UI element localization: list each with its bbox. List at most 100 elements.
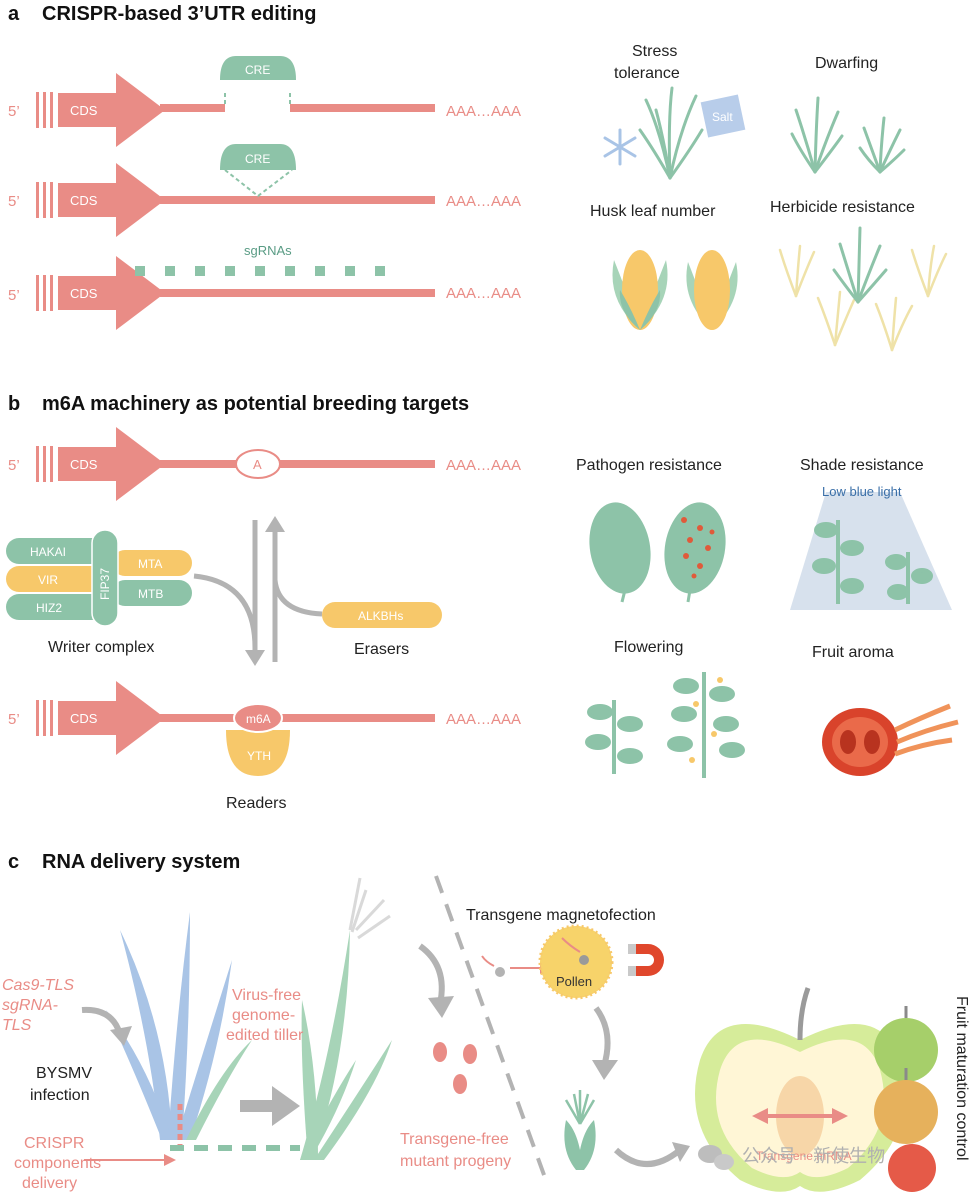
grass-tall-icon xyxy=(790,96,844,174)
infection-label: infection xyxy=(30,1087,90,1104)
cds-arrow xyxy=(58,427,165,501)
writer-fip37 xyxy=(91,529,119,627)
components-label: components xyxy=(14,1155,101,1172)
writer-vir-label: VIR xyxy=(38,573,58,587)
flower-icon xyxy=(564,1090,596,1170)
mutant-progeny-label: mutant progeny xyxy=(400,1153,511,1170)
cds-label: CDS xyxy=(70,711,98,726)
mrna-row-unmethylated: 5’ CDS A AAA…AAA xyxy=(8,427,521,501)
cds-arrow xyxy=(58,73,165,147)
trait-flowering: Flowering xyxy=(614,639,683,656)
seed-icons xyxy=(433,1042,477,1094)
delivery-label: delivery xyxy=(22,1175,77,1192)
panel-b-letter: b xyxy=(8,393,20,415)
polya-label: AAA…AAA xyxy=(446,711,521,728)
panel-a-letter: a xyxy=(8,3,20,25)
writer-mtb-label: MTB xyxy=(138,587,163,601)
herbicide-grass-icons xyxy=(778,226,948,352)
edited-tiller-icon xyxy=(186,1040,252,1140)
writer-complex-label: Writer complex xyxy=(48,639,154,656)
trait-stress-tolerance-line2: tolerance xyxy=(614,65,680,82)
cds-label: CDS xyxy=(70,457,98,472)
methylation-cycle-arrows xyxy=(193,516,323,666)
trait-herbicide-resistance: Herbicide resistance xyxy=(770,199,915,216)
panel-c: c RNA delivery system Cas9-TLS sgRNA- TL… xyxy=(2,851,970,1192)
fruit-maturation-label: Fruit maturation control xyxy=(953,996,970,1161)
cre-label: CRE xyxy=(245,152,270,166)
corn-icon xyxy=(612,250,668,330)
writer-fip37-label: FIP37 xyxy=(98,568,112,600)
panel-a-title: CRISPR-based 3’UTR editing xyxy=(42,3,316,25)
cre-element xyxy=(220,56,296,80)
writer-hakai xyxy=(6,538,110,564)
cas9-tls-label: Cas9-TLS xyxy=(2,977,74,994)
snowflake-icon xyxy=(603,128,637,166)
cds-arrow xyxy=(58,163,165,237)
bysmv-label: BYSMV xyxy=(36,1065,92,1082)
salt-icon: Salt xyxy=(700,94,746,138)
mrna-row-cre-insertion: 5’ CDS CRE AAA…AAA xyxy=(8,144,521,237)
apple-orange-icon xyxy=(874,1068,938,1144)
trait-fruit-aroma: Fruit aroma xyxy=(812,644,894,661)
grass-stress-icon xyxy=(638,86,704,180)
healthy-leaf-icon xyxy=(589,502,651,603)
writer-complex: HAKAI VIR HIZ2 MTA MTB FIP37 Writer comp… xyxy=(6,529,192,656)
writer-mta xyxy=(112,550,192,576)
adenosine-label: A xyxy=(253,457,262,472)
wheat-ear-icon xyxy=(348,877,391,940)
watermark: 公众号 · 新使生物 xyxy=(698,1145,885,1170)
writer-mtb xyxy=(112,580,192,606)
polya-label: AAA…AAA xyxy=(446,193,521,210)
panel-a: a CRISPR-based 3’UTR editing 5’ CDS CRE … xyxy=(8,3,948,352)
writer-hiz2-label: HIZ2 xyxy=(36,601,62,615)
section-divider xyxy=(434,875,550,1187)
shade-plant-icons xyxy=(812,520,933,604)
panel-c-title: RNA delivery system xyxy=(42,851,240,873)
pollen-grain xyxy=(538,924,614,1000)
magnetofection-label: Transgene magnetofection xyxy=(466,907,656,924)
tls-label: TLS xyxy=(2,1017,32,1034)
salt-label: Salt xyxy=(712,110,733,124)
nanoparticle-icon xyxy=(495,967,505,977)
grass-dwarf-icon xyxy=(858,116,906,174)
cre-label: CRE xyxy=(245,63,270,77)
cds-label: CDS xyxy=(70,193,98,208)
edited-tiller-label: edited tiller xyxy=(226,1027,304,1044)
five-prime-label: 5’ xyxy=(8,103,20,120)
progression-arrow xyxy=(240,1086,300,1126)
five-prime-label: 5’ xyxy=(8,457,20,474)
tomato-icon xyxy=(822,703,959,776)
adenosine-site xyxy=(235,449,281,479)
apple-green-icon xyxy=(874,1006,938,1082)
sgrna-dashes xyxy=(135,266,385,276)
mrna-row-methylated: 5’ CDS YTH m6A AAA…AAA Readers xyxy=(8,681,521,812)
polya-label: AAA…AAA xyxy=(446,285,521,302)
crispr-label: CRISPR xyxy=(24,1135,84,1152)
pollen-label: Pollen xyxy=(556,974,592,989)
panel-c-letter: c xyxy=(8,851,19,873)
writer-vir xyxy=(6,566,110,592)
wheat-plant-icon xyxy=(300,930,392,1160)
readers-label: Readers xyxy=(226,795,286,812)
trait-stress-tolerance-line1: Stress xyxy=(632,43,677,60)
trait-dwarfing: Dwarfing xyxy=(815,55,878,72)
magnet-icon xyxy=(628,944,664,976)
flowering-plant-icons xyxy=(585,672,745,778)
erasers-label: Erasers xyxy=(354,641,409,658)
transgene-free-label: Transgene-free xyxy=(400,1131,509,1148)
writer-hiz2 xyxy=(6,594,110,620)
cre-element xyxy=(220,144,296,170)
eraser-alkbhs xyxy=(322,602,442,628)
trait-shade-resistance: Shade resistance xyxy=(800,457,924,474)
fruit-arrow xyxy=(613,1147,682,1167)
writer-hakai-label: HAKAI xyxy=(30,545,66,559)
eraser-alkbhs-label: ALKBHs xyxy=(358,609,403,623)
reader-yth-label: YTH xyxy=(247,749,271,763)
transgene-mrna-label: Transgene mRNA xyxy=(756,1149,852,1163)
panel-b: b m6A machinery as potential breeding ta… xyxy=(6,393,959,812)
low-blue-light-label: Low blue light xyxy=(822,484,902,499)
cds-arrow xyxy=(58,681,165,755)
sgrna-tls-label: sgRNA- xyxy=(2,997,58,1014)
corn-icon xyxy=(686,250,738,330)
reader-yth xyxy=(226,730,290,776)
